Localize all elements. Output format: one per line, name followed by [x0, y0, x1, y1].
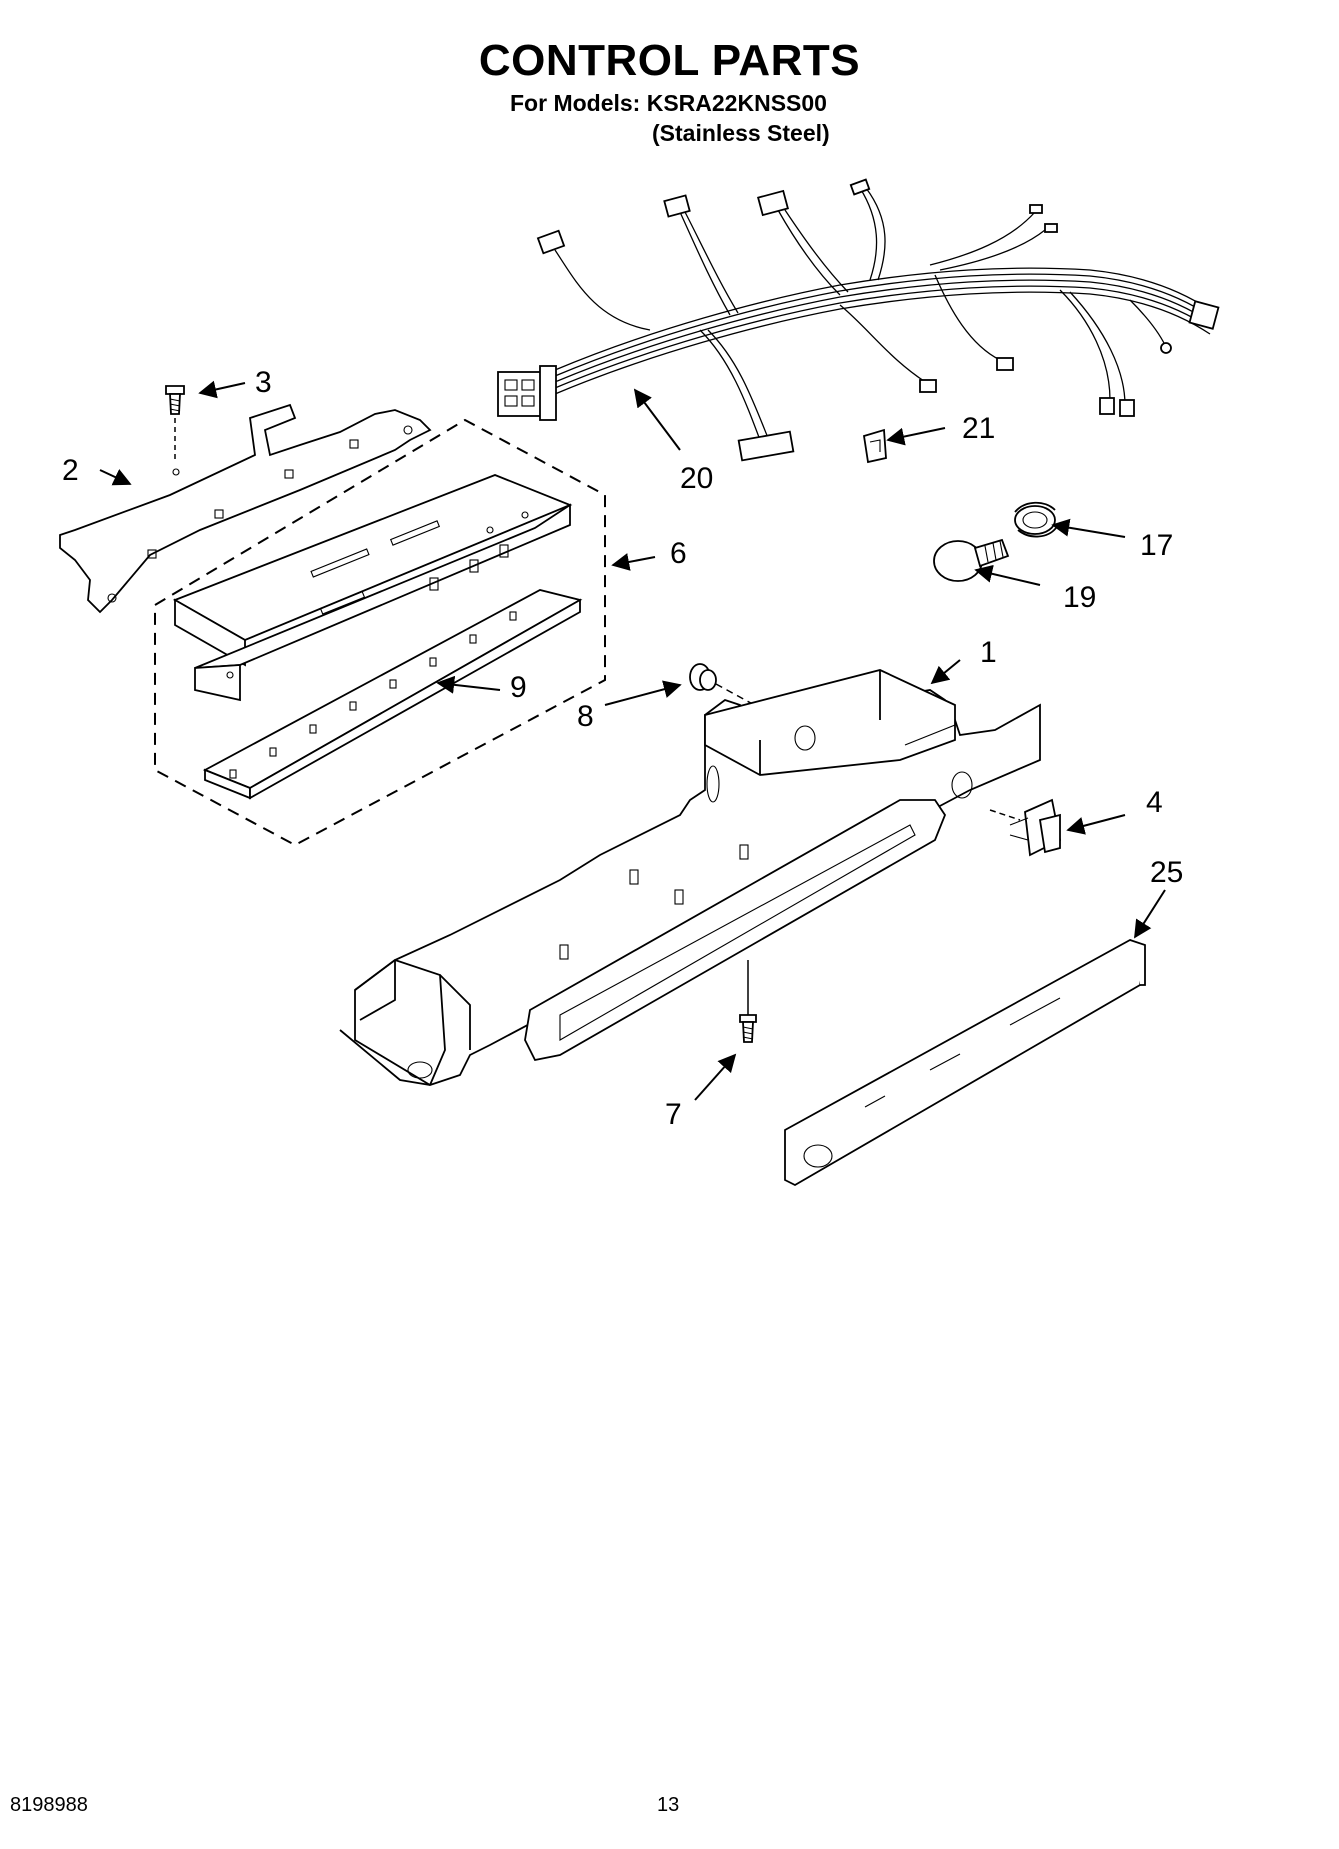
led-board-part — [202, 589, 583, 800]
callout-17: 17 — [1140, 529, 1173, 562]
leader-lines — [99, 380, 1166, 1101]
callout-21: 21 — [962, 412, 995, 445]
models-line: For Models: KSRA22KNSS00 — [510, 90, 827, 116]
control-board-upper — [172, 474, 573, 702]
callout-25: 25 — [1150, 856, 1183, 889]
mounting-plate-part — [59, 403, 432, 614]
callout-19: 19 — [1063, 581, 1096, 614]
callout-2: 2 — [62, 454, 79, 487]
lamp-holder-part — [989, 798, 1062, 857]
callout-4: 4 — [1146, 786, 1163, 819]
lamp-socket-part — [1014, 501, 1057, 538]
grommet-part — [689, 663, 801, 731]
wire-clip-part — [862, 428, 887, 464]
wire-harness-part — [497, 178, 1220, 462]
control-overlay-part — [784, 938, 1146, 1187]
callout-9: 9 — [510, 671, 527, 704]
page-title: CONTROL PARTS — [478, 36, 861, 85]
light-bulb-part — [933, 538, 1010, 582]
callout-6: 6 — [670, 537, 687, 570]
callout-20: 20 — [680, 462, 713, 495]
control-board-assembly-outline — [154, 418, 606, 847]
control-housing-part — [339, 669, 1041, 1086]
screw-part-3 — [165, 385, 185, 460]
page-number: 13 — [657, 1794, 680, 1816]
callout-3: 3 — [255, 366, 272, 399]
part-number: 8198988 — [10, 1794, 88, 1816]
finish-line: (Stainless Steel) — [652, 120, 830, 146]
screw-part-7 — [739, 960, 757, 1043]
callout-7: 7 — [665, 1098, 682, 1131]
callout-8: 8 — [577, 700, 594, 733]
callout-1: 1 — [980, 636, 997, 669]
